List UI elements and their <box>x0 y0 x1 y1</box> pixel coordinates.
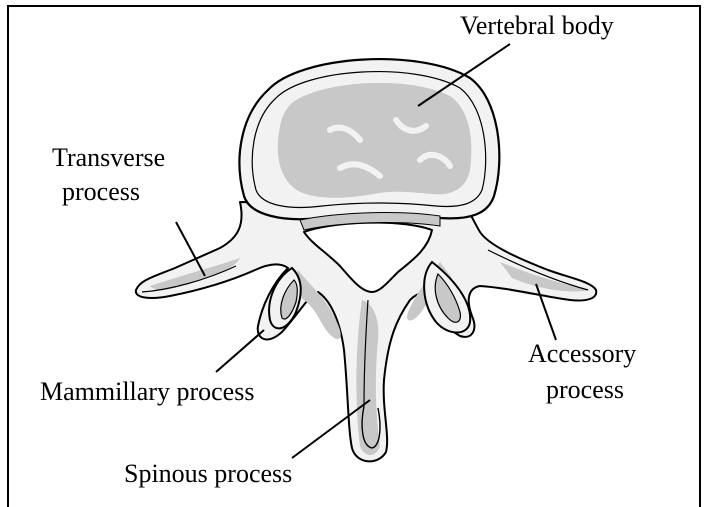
label-accessory-line1: Accessory <box>528 339 636 368</box>
vertebral-arch <box>136 202 596 461</box>
label-transverse-line2: process <box>62 177 140 206</box>
leader-mammillary <box>216 330 264 372</box>
cancellous-bone <box>278 83 472 198</box>
label-mammillary: Mammillary process <box>40 377 254 406</box>
label-vertebral-body: Vertebral body <box>460 11 614 40</box>
label-accessory-line2: process <box>546 375 624 404</box>
label-spinous: Spinous process <box>124 459 292 488</box>
label-transverse-line1: Transverse <box>52 143 165 172</box>
vertebral-body-shape <box>239 59 499 230</box>
